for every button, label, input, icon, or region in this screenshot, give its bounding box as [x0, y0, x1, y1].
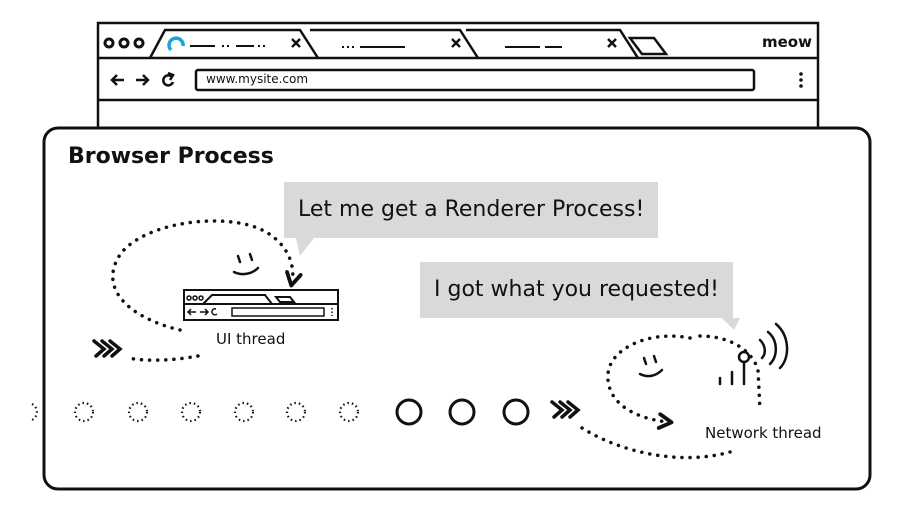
speed-lines-icon — [92, 339, 123, 358]
queue-item-pending — [127, 401, 149, 423]
back-arrow-icon[interactable] — [110, 74, 124, 86]
queue-item-partial — [31, 403, 38, 421]
close-tab-icon[interactable] — [607, 38, 617, 48]
ui-thread-label: UI thread — [216, 330, 286, 348]
queue-item-pending — [338, 401, 360, 423]
queue-item-active — [395, 398, 423, 426]
close-tab-icon[interactable] — [291, 38, 301, 48]
face — [232, 252, 260, 276]
queue-item-active — [448, 398, 476, 426]
ui-bubble-tail — [296, 238, 314, 256]
window-traffic-lights-icon — [103, 37, 145, 49]
loading-spinner-icon — [167, 36, 185, 52]
kebab-menu-icon[interactable] — [799, 72, 803, 88]
ui-thread-character — [92, 219, 293, 362]
reload-icon[interactable] — [162, 71, 175, 87]
network-thread-message: I got what you requested! — [434, 277, 719, 302]
network-bubble-tail — [722, 318, 740, 330]
address-bar-url[interactable]: www.mysite.com — [206, 72, 309, 86]
profile-label[interactable]: meow — [762, 33, 812, 51]
message-queue — [31, 398, 530, 426]
process-title: Browser Process — [68, 144, 274, 169]
ui-thread-speech-bubble: Let me get a Renderer Process! — [284, 182, 659, 238]
close-tab-icon[interactable] — [451, 38, 461, 48]
queue-item-pending — [180, 401, 202, 423]
wifi-signal-icon — [718, 322, 789, 386]
queue-item-pending — [73, 401, 95, 423]
network-thread-label: Network thread — [705, 424, 822, 442]
speed-lines-icon — [550, 400, 581, 419]
queue-item-active — [502, 398, 530, 426]
address-bar[interactable] — [194, 68, 756, 92]
browser-window — [96, 21, 820, 137]
network-thread-speech-bubble: I got what you requested! — [420, 262, 733, 318]
ui-thread-message: Let me get a Renderer Process! — [298, 197, 645, 222]
queue-item-pending — [233, 401, 255, 423]
mini-browser-icon — [183, 289, 339, 321]
network-thread-character — [550, 322, 789, 460]
tab-active[interactable] — [148, 28, 320, 59]
face — [638, 354, 664, 378]
new-tab-button[interactable] — [627, 36, 669, 56]
queue-item-pending — [285, 401, 307, 423]
forward-arrow-icon[interactable] — [136, 74, 150, 86]
tab-second[interactable] — [310, 28, 480, 59]
tab-third[interactable] — [466, 28, 640, 59]
